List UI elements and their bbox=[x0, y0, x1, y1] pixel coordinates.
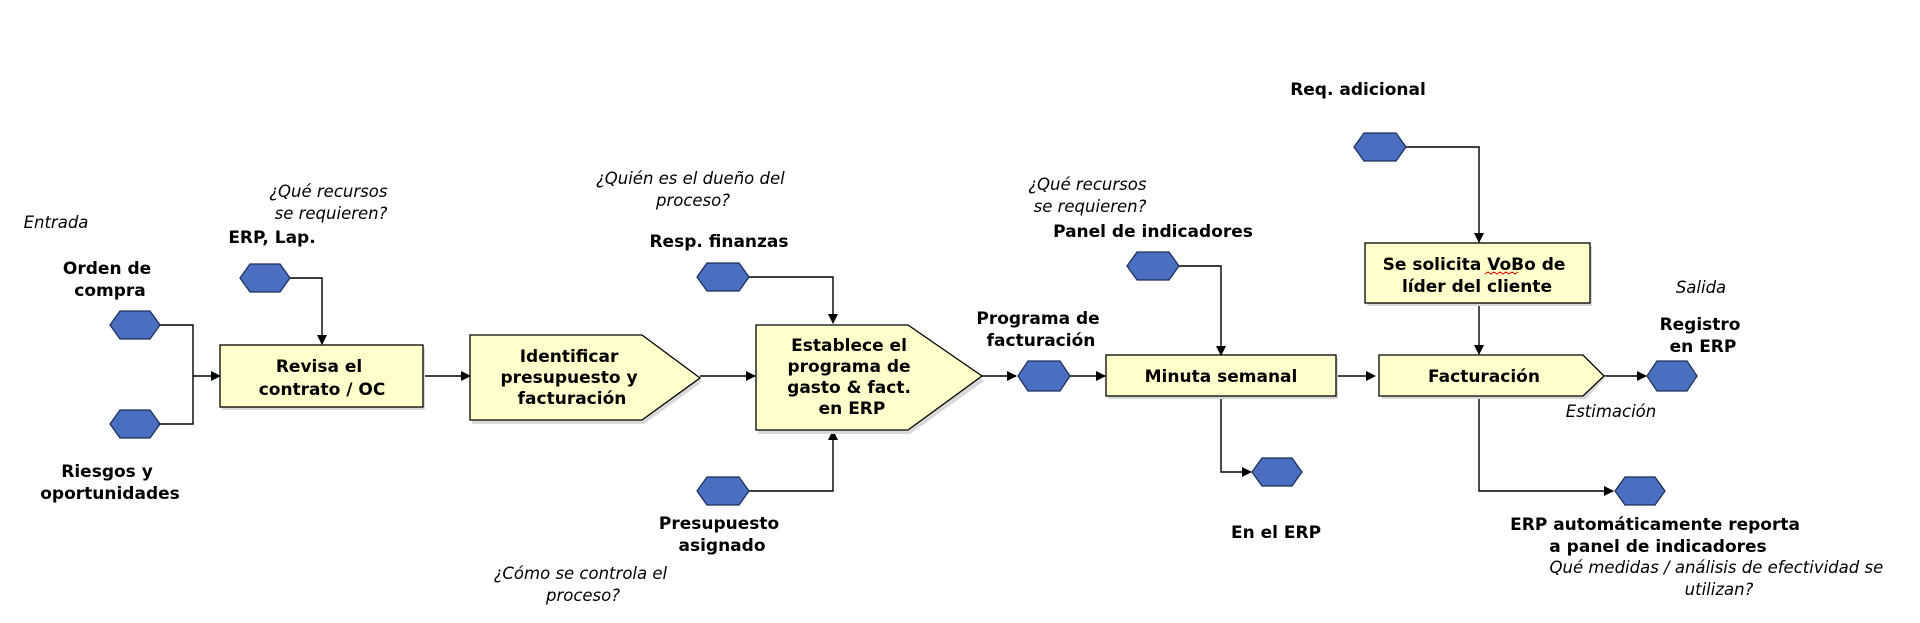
connector-facturacion-reporta bbox=[1478, 397, 1614, 496]
step-vobo-label: Se solicita VoBo de líder del cliente bbox=[1383, 255, 1572, 297]
step-minuta-label: Minuta semanal bbox=[1145, 367, 1298, 387]
step-establece-box bbox=[755, 324, 984, 431]
connector-erp-lap-revisa bbox=[290, 277, 327, 345]
hexagon-orden-icon bbox=[109, 310, 161, 340]
entrada-label: Entrada bbox=[24, 213, 89, 232]
connector-minuta-en-erp bbox=[1220, 397, 1252, 477]
estimacion-label: Estimación bbox=[1566, 402, 1656, 421]
question-recursos-1: ¿Qué recursos se requieren? bbox=[269, 182, 392, 223]
connector-orden-revisa bbox=[160, 324, 194, 376]
connector-req-vobo bbox=[1406, 146, 1484, 243]
resource-presupuesto-label: Presupuesto asignado bbox=[659, 514, 785, 556]
step-revisa-box bbox=[219, 344, 424, 408]
hexagon-presupuesto-icon bbox=[696, 476, 750, 506]
step-identificar-box bbox=[469, 334, 702, 421]
step-facturacion-label: Facturación bbox=[1428, 367, 1540, 387]
step-establece-label: Establece el programa de gasto & fact. e… bbox=[787, 336, 917, 419]
hexagon-registro-icon bbox=[1646, 360, 1698, 392]
connector-riesgos-revisa bbox=[160, 376, 194, 425]
question-dueno: ¿Quién es el dueño del proceso? bbox=[596, 169, 790, 210]
italic-labels: Entrada ¿Qué recursos se requieren? ¿Qui… bbox=[24, 169, 1889, 605]
output-reporta-label: ERP automáticamente reporta a panel de i… bbox=[1510, 515, 1806, 557]
connector-panel-minuta bbox=[1179, 265, 1226, 356]
output-programa-label: Programa de facturación bbox=[976, 309, 1105, 351]
question-controla: ¿Cómo se controla el proceso? bbox=[494, 564, 673, 605]
question-medidas: Qué medidas / análisis de efectividad se… bbox=[1550, 558, 1889, 599]
question-recursos-2: ¿Qué recursos se requieren? bbox=[1028, 175, 1151, 216]
hexagon-en-erp-icon bbox=[1251, 457, 1303, 487]
spellcheck-underline bbox=[1484, 271, 1519, 275]
resource-erp-lap-label: ERP, Lap. bbox=[228, 228, 315, 248]
hexagon-erp-lap-icon bbox=[239, 263, 291, 293]
step-identificar-label: Identificar presupuesto y facturación bbox=[501, 347, 644, 409]
hexagon-reporta-icon bbox=[1614, 476, 1666, 506]
input-orden-label: Orden de compra bbox=[63, 259, 157, 301]
output-registro-label: Registro en ERP bbox=[1660, 315, 1747, 357]
salida-label: Salida bbox=[1676, 278, 1726, 297]
hexagon-finanzas-icon bbox=[696, 262, 750, 292]
connectors bbox=[160, 146, 1647, 496]
connector-presupuesto-establece bbox=[749, 430, 838, 492]
bold-labels: Orden de compra Riesgos y oportunidades … bbox=[40, 80, 1806, 557]
resource-finanzas-label: Resp. finanzas bbox=[649, 232, 788, 252]
output-en-erp-label: En el ERP bbox=[1231, 523, 1321, 543]
step-labels: Revisa el contrato / OC Identificar pres… bbox=[259, 255, 1572, 419]
step-revisa-label: Revisa el contrato / OC bbox=[259, 357, 386, 400]
hexagon-riesgos-icon bbox=[109, 409, 161, 439]
input-riesgos-label: Riesgos y oportunidades bbox=[40, 462, 180, 504]
hexagon-programa-icon bbox=[1017, 360, 1071, 392]
hexagons bbox=[109, 132, 1698, 506]
process-boxes bbox=[219, 242, 1606, 434]
step-vobo-box bbox=[1364, 242, 1591, 304]
resource-panel-label: Panel de indicadores bbox=[1053, 222, 1253, 242]
hexagon-req-adicional-icon bbox=[1353, 132, 1407, 162]
connector-finanzas-establece bbox=[749, 276, 838, 324]
resource-req-adicional-label: Req. adicional bbox=[1290, 80, 1426, 100]
step-facturacion-box bbox=[1378, 354, 1605, 397]
hexagon-panel-icon bbox=[1126, 251, 1180, 281]
step-minuta-box bbox=[1105, 354, 1337, 397]
